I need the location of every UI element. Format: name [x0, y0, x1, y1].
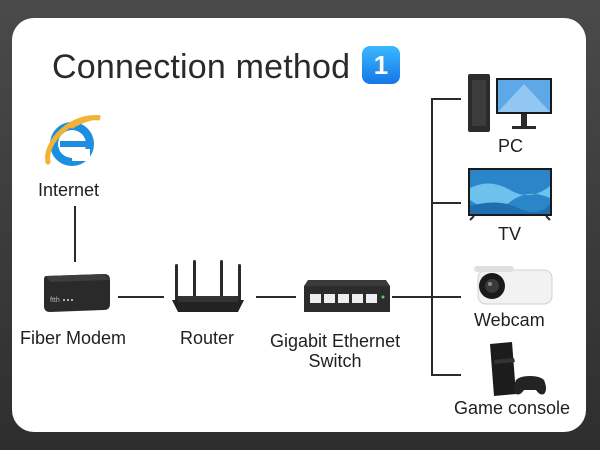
tv-label: TV [498, 224, 522, 244]
fiber-modem-label: Fiber Modem [20, 328, 127, 348]
fiber-modem-icon: ftth [44, 274, 110, 312]
tv-icon [468, 168, 552, 221]
router-icon [172, 260, 244, 312]
connector-modem-router [118, 296, 164, 298]
connector-bus-webcam [431, 296, 461, 298]
game-console-label: Game console [454, 398, 571, 418]
connector-bus-console [431, 374, 461, 376]
internet-explorer-icon [45, 115, 101, 166]
switch-label: Gigabit Ethernet Switch [270, 331, 401, 371]
device-bus [431, 98, 433, 376]
webcam-icon [474, 266, 553, 305]
ethernet-switch-icon [304, 280, 390, 312]
svg-text:ftth: ftth [50, 297, 60, 304]
pc-label: PC [498, 136, 524, 156]
connector-bus-pc [431, 98, 461, 100]
connector-router-switch [256, 296, 296, 298]
connector-bus-tv [431, 202, 461, 204]
game-console-icon [490, 342, 546, 396]
connector-switch-bus [392, 296, 432, 298]
router-label: Router [180, 328, 235, 348]
desktop-pc-icon [468, 74, 552, 132]
diagram-title: Connection method [52, 48, 351, 86]
step-badge: 1 [362, 46, 400, 84]
diagram-card [12, 18, 586, 432]
connector-internet-modem [74, 206, 76, 262]
internet-label: Internet [38, 180, 100, 200]
webcam-label: Webcam [474, 310, 545, 330]
